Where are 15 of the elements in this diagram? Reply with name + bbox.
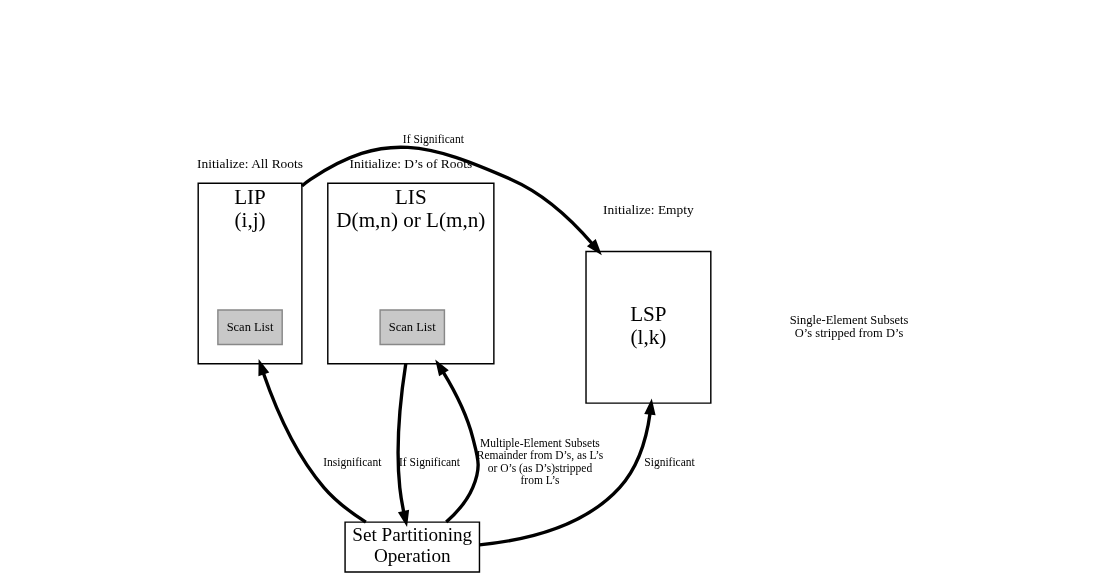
node-label: Initialize: All Roots (196, 156, 303, 172)
node-label: Initialize: Empty (602, 202, 694, 218)
node-box: Scan List (378, 309, 445, 346)
node-box: Scan List (216, 309, 283, 346)
node-box: LSP (l,k) (584, 250, 712, 404)
arrow (434, 359, 480, 524)
edge-label: If Significant (402, 132, 464, 145)
node-box: Set Partitioning Operation (343, 521, 480, 573)
arrow (395, 363, 409, 528)
arrow (300, 145, 602, 256)
edge-label: Insignificant (322, 455, 381, 468)
label: Single-Element Subsets O’s stripped from D’s (789, 312, 908, 341)
edge-label: Significant (643, 455, 695, 468)
arrow (478, 398, 656, 547)
arrow (257, 358, 367, 524)
